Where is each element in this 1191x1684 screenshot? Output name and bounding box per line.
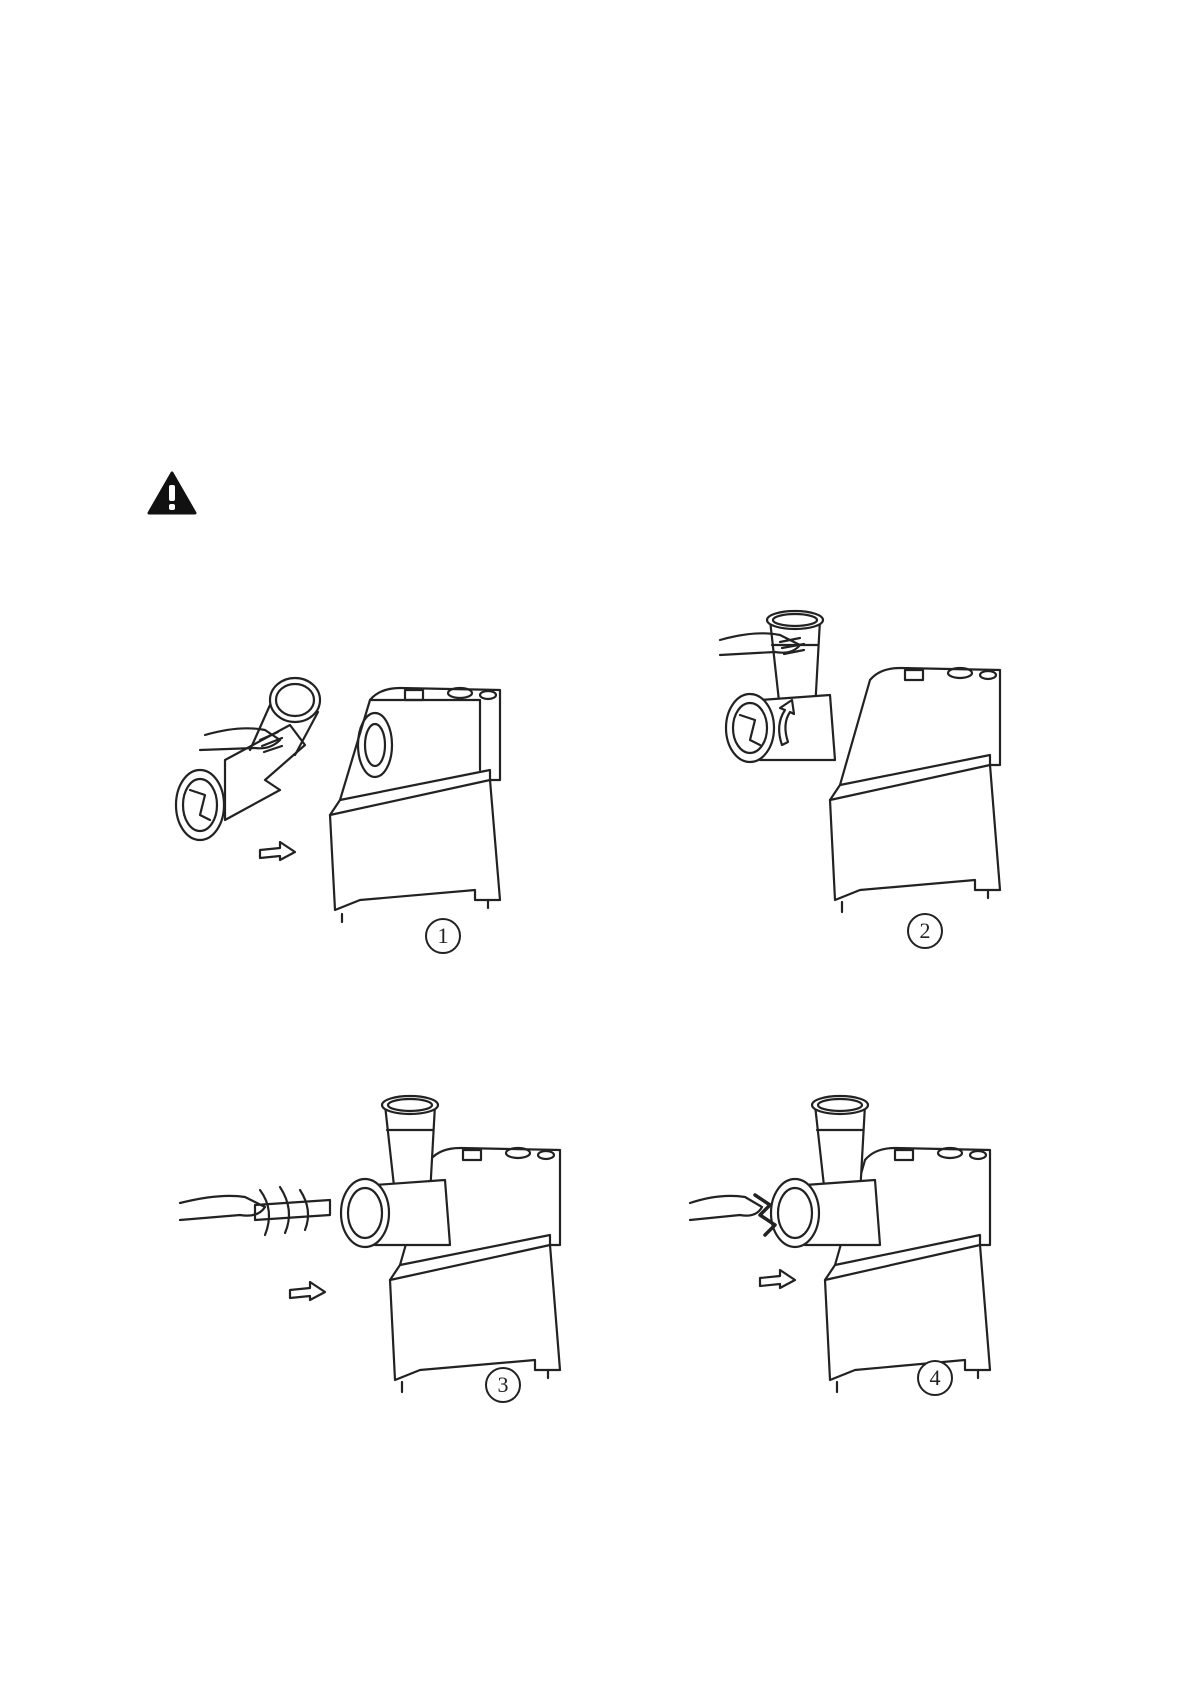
- step-3-illustration: [180, 1085, 580, 1395]
- step-number-1: 1: [425, 918, 461, 954]
- step-4-illustration: [690, 1085, 1000, 1395]
- warning-triangle-icon: [147, 470, 197, 516]
- step-1-illustration: [170, 670, 530, 940]
- step-2-illustration: [720, 600, 1020, 910]
- step-number-2: 2: [907, 913, 943, 949]
- step-number-3: 3: [485, 1367, 521, 1403]
- step-number-4: 4: [917, 1360, 953, 1396]
